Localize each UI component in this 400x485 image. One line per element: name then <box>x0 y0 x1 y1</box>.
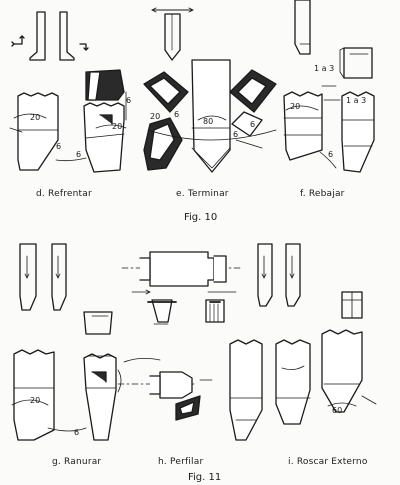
terminar-top-tool <box>151 7 194 61</box>
figure-label: Fig. 11 <box>188 472 222 483</box>
angle-label: 6 <box>76 150 82 159</box>
angle-label: 6 <box>174 110 180 119</box>
rebajar-group <box>283 0 375 173</box>
angle-label: 6 <box>74 428 80 437</box>
roscar-box <box>341 291 363 319</box>
angle-label: 60 <box>332 406 343 415</box>
refrentar-top-tools <box>11 11 89 61</box>
angle-label: 80 <box>203 117 214 126</box>
angle-label: 20 <box>30 113 41 122</box>
angle-label: 6 <box>250 120 256 129</box>
angle-label: 20 <box>112 122 123 131</box>
refrentar-side-tool <box>9 92 59 171</box>
refrentar-right-tool <box>83 69 127 173</box>
angle-label: 1 a 3 <box>346 96 367 105</box>
roscar-right-tool <box>321 329 377 413</box>
roscar-group <box>229 243 377 441</box>
ranurar-top-tools <box>19 243 67 311</box>
angle-label: 6 <box>233 130 239 139</box>
roscar-left-tool <box>229 339 263 441</box>
caption-perfilar: h. Perfilar <box>158 457 204 467</box>
roscar-mid-tool <box>275 339 311 425</box>
caption-roscar: i. Roscar Externo <box>288 457 368 467</box>
angle-label: 1 a 3 <box>314 64 335 73</box>
caption-ranurar: g. Ranurar <box>52 457 102 467</box>
terminar-center-tool <box>191 59 231 173</box>
terminar-left-tool <box>143 71 189 171</box>
angle-label: 6 <box>126 96 132 105</box>
ranurar-left-tool <box>11 349 87 441</box>
perfilar-bits <box>147 299 225 325</box>
roscar-top-tools <box>257 243 301 307</box>
rebajar-left-tool <box>283 91 323 161</box>
rebajar-right-tool <box>341 91 375 173</box>
caption-refrentar: d. Refrentar <box>36 189 92 199</box>
perfilar-group <box>117 251 241 421</box>
perfilar-lower-workpiece <box>117 371 201 421</box>
angle-label: 20 <box>290 102 301 111</box>
rebajar-top-box <box>339 47 373 79</box>
angle-label: 20 <box>150 112 161 121</box>
angle-label: 6 <box>328 150 334 159</box>
terminar-right-tool <box>229 69 277 137</box>
ranurar-group <box>11 243 122 441</box>
refrentar-group <box>9 11 127 173</box>
terminar-group <box>143 7 277 173</box>
caption-terminar: e. Terminar <box>176 189 229 199</box>
angle-label: 6 <box>56 142 62 151</box>
ranurar-right-tool <box>83 353 122 441</box>
caption-rebajar: f. Rebajar <box>300 189 345 199</box>
figure-label: Fig. 10 <box>184 212 218 223</box>
ranurar-box <box>83 311 113 335</box>
rebajar-top-tool <box>294 0 311 55</box>
perfilar-workpiece <box>121 251 241 295</box>
angle-label: 20 <box>30 396 41 405</box>
